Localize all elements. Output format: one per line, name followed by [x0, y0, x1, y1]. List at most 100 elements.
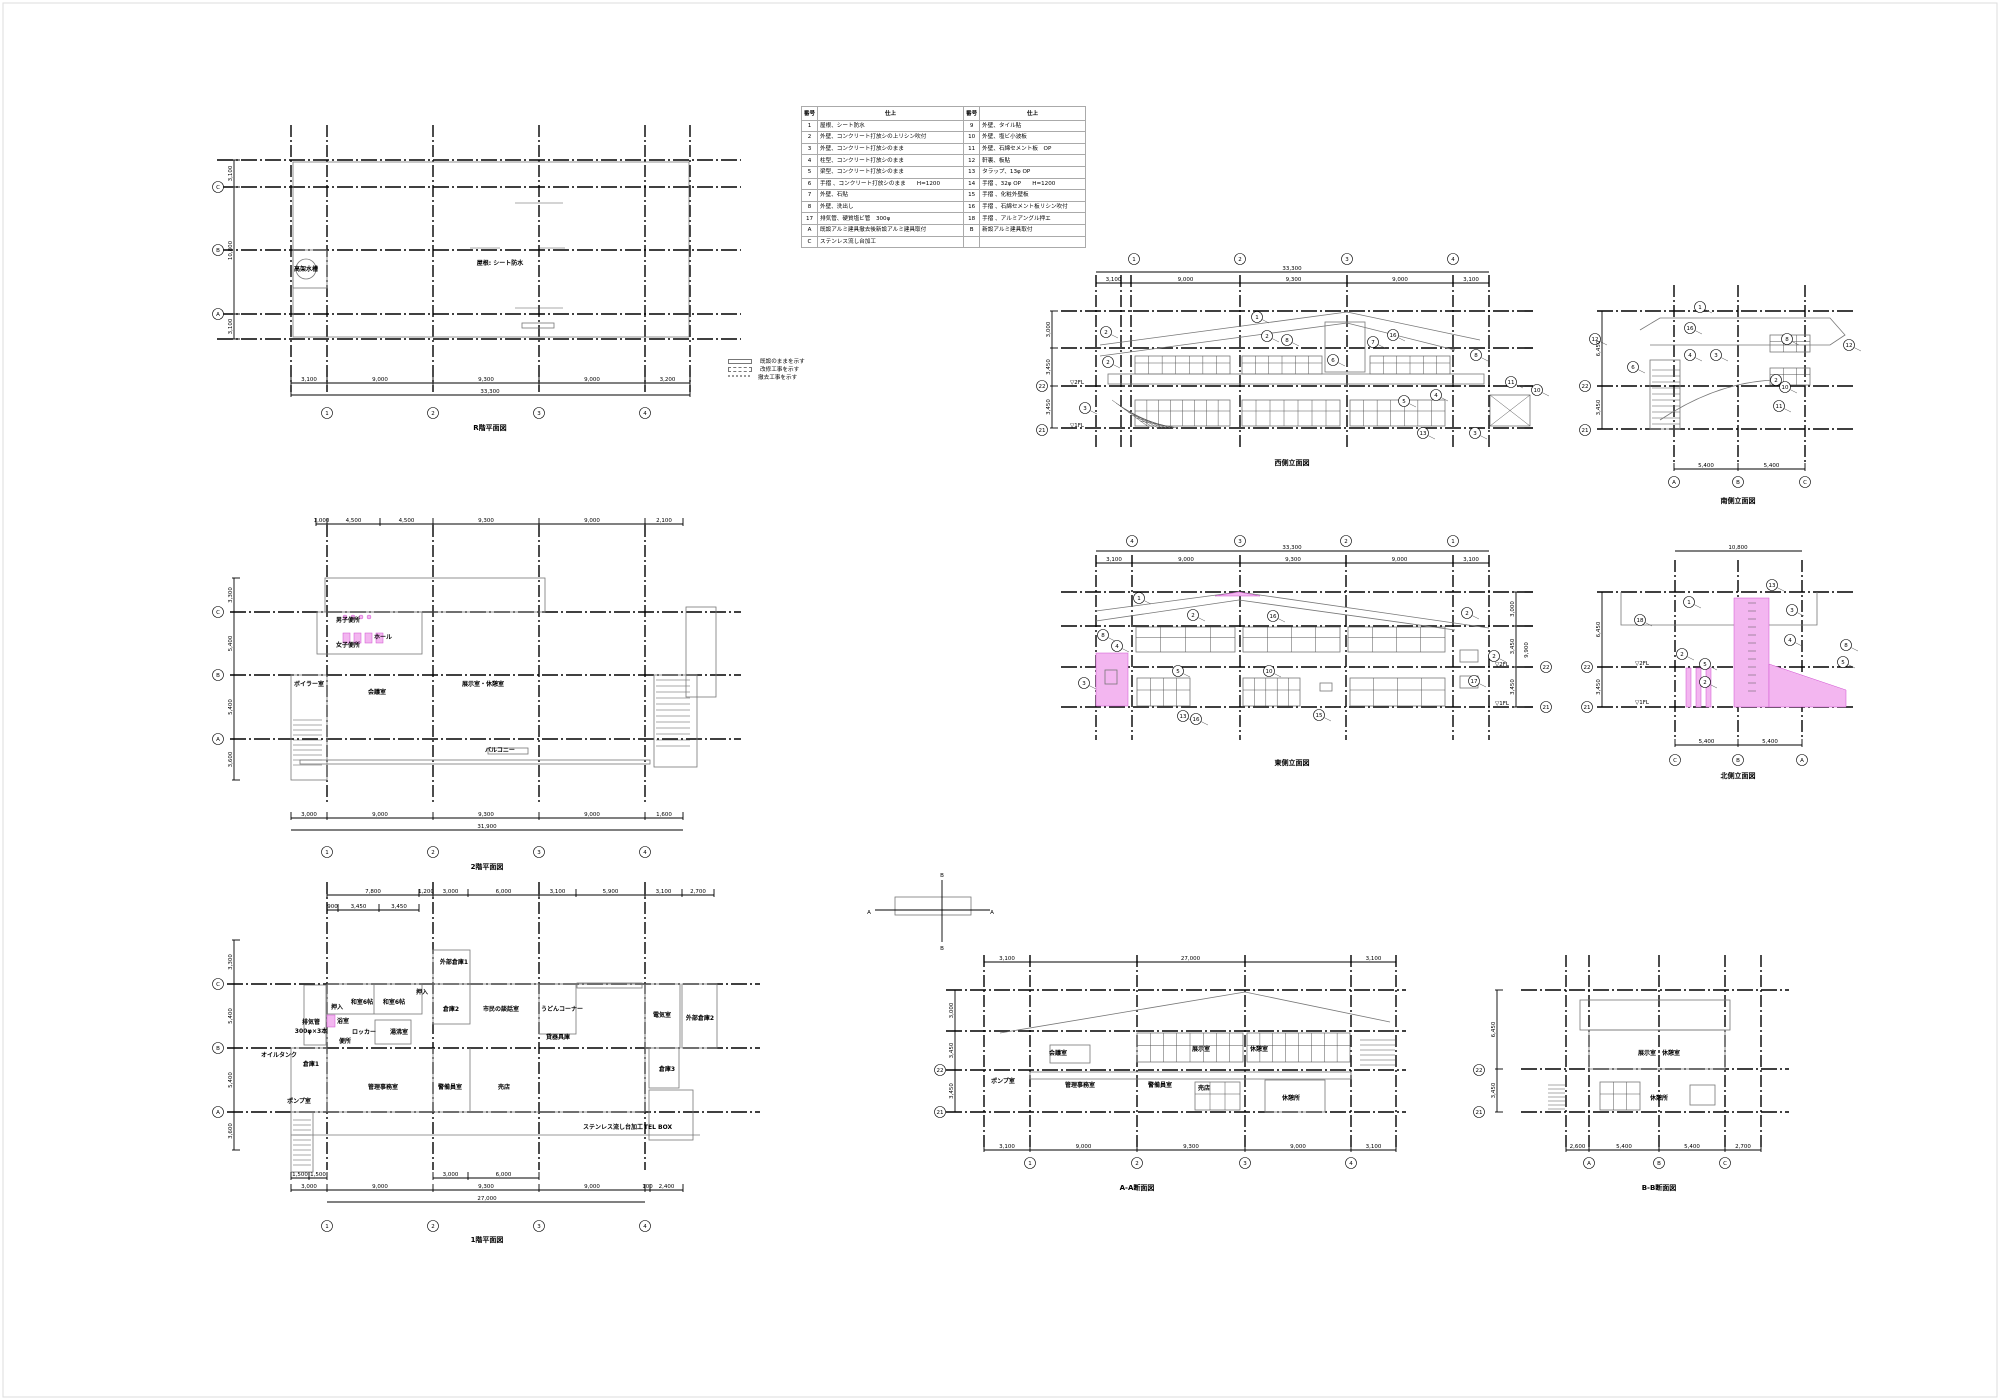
- callout: 7: [1371, 340, 1375, 346]
- dimension-value: 3,600: [228, 751, 234, 767]
- leader-line: [1540, 391, 1550, 397]
- leader-line: [1290, 341, 1300, 347]
- grid-axis: 3: [537, 850, 541, 856]
- callout: 3: [1714, 353, 1718, 359]
- urinal: [366, 614, 372, 620]
- callout-circle: [1187, 609, 1199, 621]
- callout-circle: [1387, 329, 1399, 341]
- room-label: ポンプ室: [991, 1077, 1015, 1085]
- entry-stair: [290, 1111, 314, 1173]
- leader-line: [1849, 646, 1859, 652]
- level-marker: 22: [1543, 665, 1550, 671]
- grid-axis-circle: [1341, 253, 1353, 265]
- legend: 既設のままを示す改修工事を示す撤去工事を示す: [728, 357, 805, 381]
- table-header: 番号仕上番号仕上: [801, 106, 1086, 121]
- dimension-value: 9,000: [584, 1184, 600, 1190]
- dimension-total: 33,300: [1282, 266, 1302, 272]
- dimension-value: 1,000: [314, 518, 330, 524]
- dimension-total: 10,800: [1728, 545, 1748, 551]
- stair-boiler: [290, 674, 328, 781]
- leader-line: [1106, 636, 1116, 642]
- callout: 12: [1846, 343, 1853, 349]
- level-marker: 21: [937, 1110, 944, 1116]
- dimension-value: 3,100: [301, 377, 317, 383]
- drawing-title: B-B断面図: [1642, 1183, 1677, 1192]
- curved-stair: [648, 1089, 694, 1141]
- room-label: ホール: [374, 634, 392, 641]
- leader-line: [1477, 682, 1487, 688]
- dimension-value: 3,600: [228, 1123, 234, 1139]
- dimension-value: 9,000: [1076, 1144, 1092, 1150]
- callout-circle: [1786, 604, 1798, 616]
- dimension-value: 3,450: [1046, 399, 1052, 415]
- callout-circle: [1172, 665, 1184, 677]
- callout: 5: [1176, 669, 1180, 675]
- pink-column: [1685, 667, 1692, 708]
- dimension-value: 5,400: [228, 699, 234, 715]
- dimension-value: 3,000: [301, 1184, 317, 1190]
- finish-number: 17: [801, 212, 818, 225]
- window-band: [1599, 1081, 1641, 1111]
- annex: [1489, 394, 1531, 427]
- leader-line: [1643, 621, 1653, 627]
- grid-axis: B: [1736, 758, 1740, 764]
- callout: 2: [1191, 613, 1195, 619]
- dimension-value: 3,450: [1491, 1082, 1497, 1098]
- grid-axis: 4: [643, 411, 647, 417]
- callout-circle: [1281, 334, 1293, 346]
- finish-description: 手摺 、石綿セメント板リシン吹付: [979, 200, 1086, 214]
- callout: 8: [1285, 338, 1289, 344]
- leader-line: [1396, 336, 1406, 342]
- callout-circle: [1469, 427, 1481, 439]
- callout: 4: [1788, 638, 1792, 644]
- room-label: 倉庫1: [302, 1060, 319, 1068]
- callout-circle: [1102, 356, 1114, 368]
- finish-description: 外壁、タイル貼: [979, 119, 1086, 133]
- callout: 1: [1687, 600, 1691, 606]
- callout-circle: [1327, 354, 1339, 366]
- exhibition-room: [1588, 1029, 1726, 1070]
- grid-axis: 3: [1345, 257, 1349, 263]
- level-marker: 22: [1039, 384, 1046, 390]
- grid-axis: C: [1723, 1161, 1727, 1167]
- dimension-value: 900: [327, 904, 338, 910]
- callout: 2: [1104, 330, 1108, 336]
- dimension-value: 3,100: [656, 889, 672, 895]
- stair-tower: [1649, 359, 1681, 430]
- roof-line: [1099, 311, 1481, 346]
- dimension-value: 1,200: [418, 889, 434, 895]
- grid-axis: 1: [325, 1224, 329, 1230]
- grid-axis-circle: [1732, 754, 1744, 766]
- callout: 6: [1631, 365, 1635, 371]
- section-mark-b: B: [940, 946, 944, 952]
- dimension-value: 9,000: [1392, 557, 1408, 563]
- urinal: [342, 614, 348, 620]
- callout-circle: [1627, 361, 1639, 373]
- dimension-value: 9,000: [584, 812, 600, 818]
- dimension-value: 3,000: [443, 1172, 459, 1178]
- leader-line: [1775, 586, 1785, 592]
- finish-description: 柱型、コンクリート打放シのまま: [816, 154, 965, 167]
- level-marker-circle: [1581, 661, 1593, 673]
- dimension-value: 3,450: [1510, 679, 1516, 695]
- room-label: 300φ×3本: [295, 1027, 328, 1035]
- callout-circle: [1710, 349, 1722, 361]
- room-label: 高架水槽: [294, 265, 318, 273]
- room-label: 排気管: [302, 1018, 320, 1026]
- finish-description: 手摺 、コンクリート打放シのまま H=1200: [816, 177, 965, 191]
- leader-line: [1703, 308, 1713, 314]
- drawing-title: 北側立面図: [1721, 771, 1756, 780]
- room-label: 倉庫3: [658, 1065, 675, 1073]
- grid-axis-circle: [1653, 1157, 1665, 1169]
- callout-circle: [1676, 648, 1688, 660]
- grid-axis: C: [216, 610, 220, 616]
- balcony-rail: [1107, 373, 1485, 385]
- level-marker-circle: [1473, 1064, 1485, 1076]
- leader-line: [1109, 333, 1119, 339]
- room-label: 屋根: シート防水: [477, 259, 524, 267]
- room-label: 休憩室: [1249, 1045, 1268, 1053]
- dimension-value: 3,450: [391, 904, 407, 910]
